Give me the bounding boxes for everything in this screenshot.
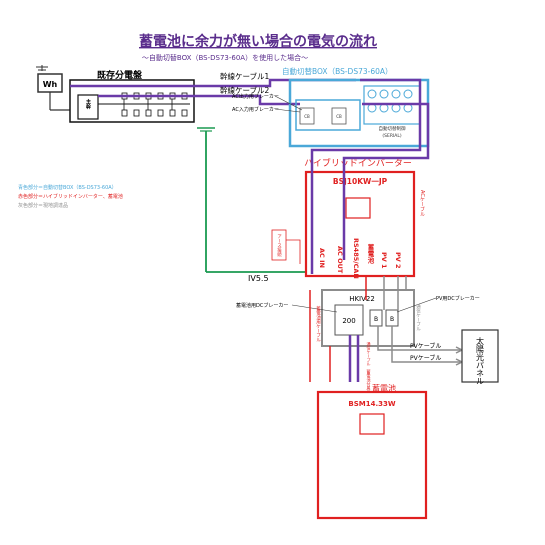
terminal-battery: 蓄電池 xyxy=(366,243,374,265)
battery-model: BSM14.33W xyxy=(348,400,395,408)
switch-box-title: 自動切替BOX（BS-DS73-60A） xyxy=(282,66,393,76)
junction-label: HKIV22 xyxy=(349,295,375,303)
pv-cables xyxy=(377,326,464,366)
meter-label: Wh xyxy=(43,80,58,89)
inverter-model: BSJ10KW一JP xyxy=(333,177,388,186)
terminal-ac-in: AC IN xyxy=(318,248,326,268)
terminal-pv2: PV 2 xyxy=(394,252,402,269)
legend-gray: 灰色部分＝現地調達品 xyxy=(18,202,68,209)
battery: 蓄電池 BSM14.33W xyxy=(316,383,428,520)
electric-meter: Wh xyxy=(36,65,70,111)
terminal-pv1: PV 1 xyxy=(380,252,388,269)
pv-dc-breaker-label: PV用DCブレーカー xyxy=(436,295,480,302)
panel-title: 既存分電盤 xyxy=(97,69,143,81)
battery-dc-breaker-value: 200 xyxy=(342,317,355,325)
battery-title: 蓄電池 xyxy=(372,383,396,393)
signal-cable-label: 通信ケーブル（蓄電池付属品） xyxy=(367,341,372,398)
solar-panel-label: 太陽光パネル xyxy=(476,336,485,385)
inverter-terminals: AC IN AC OUT RS485/CAN 蓄電池 PV 1 PV 2 xyxy=(318,238,402,279)
trunk-cable-1-label: 幹線ケーブル1 xyxy=(220,71,270,81)
battery-cables xyxy=(309,276,367,382)
battery-cable-label: 蓄電池用ケーブル xyxy=(316,305,321,343)
diagram-title: 蓄電池に余力が無い場合の電気の流れ xyxy=(139,33,377,50)
terminal-rs485: RS485/CAN xyxy=(352,238,360,279)
main-breaker-label: 主幹 xyxy=(85,98,91,110)
switch-unit-label: 自動切替制御 xyxy=(379,125,406,132)
iv-label: IV5.5 xyxy=(248,274,269,283)
pv-breaker-2-label: B xyxy=(390,316,394,323)
battery-dc-breaker-label: 蓄電池用DCブレーカー xyxy=(236,302,288,309)
earth-note-box xyxy=(271,229,287,261)
ac-cable-label: ACケーブル xyxy=(419,190,425,217)
battery-display xyxy=(359,413,385,435)
inverter-display xyxy=(345,197,371,219)
pv-breaker-1 xyxy=(369,309,383,327)
legend-blue: 青色部分＝自動切替BOX（BS-DS73-60A） xyxy=(18,184,117,191)
cb-right-label: CB xyxy=(336,114,342,119)
main-breaker xyxy=(77,94,99,120)
legend: 青色部分＝自動切替BOX（BS-DS73-60A） 赤色部分＝ハイブリッドインバ… xyxy=(18,184,123,209)
terminal-ac-out: AC OUT xyxy=(336,246,344,274)
ac-wires xyxy=(310,78,430,274)
cb-left xyxy=(299,107,315,125)
solar-panel: 太陽光パネル xyxy=(461,329,499,385)
inverter-title: ハイブリッドインバーター xyxy=(304,157,412,169)
dc-wires xyxy=(383,276,407,310)
ac-in-breaker-label: AC入力用ブレーカー xyxy=(232,106,279,113)
battery-dc-breaker xyxy=(334,304,364,336)
ac-out-breaker-label: AC出力用ブレーカー xyxy=(232,93,279,100)
pv-breaker-1-label: B xyxy=(374,316,378,323)
earth-note: アース接続 xyxy=(277,234,282,258)
switch-unit-sub: (SERIAL) xyxy=(382,133,401,139)
cb-left-label: CB xyxy=(304,114,310,119)
legend-red: 赤色部分＝ハイブリッドインバーター、蓄電池 xyxy=(18,193,123,200)
diagram-subtitle: 〜自動切替BOX（BS-DS73-60A）を使用した場合〜 xyxy=(142,53,308,62)
junction-box: HKIV22 200 B B xyxy=(321,289,415,347)
pv-cable-2-label: PVケーブル xyxy=(410,354,441,362)
comm-cable-label: 通信ケーブル xyxy=(416,303,421,332)
hybrid-inverter: ハイブリッドインバーター BSJ10KW一JP AC IN AC OUT RS4… xyxy=(304,157,416,279)
trunk-cable-2-label: 幹線ケーブル2 xyxy=(220,85,270,95)
pv-cable-1-label: PVケーブル xyxy=(410,342,441,350)
cb-right xyxy=(331,107,347,125)
